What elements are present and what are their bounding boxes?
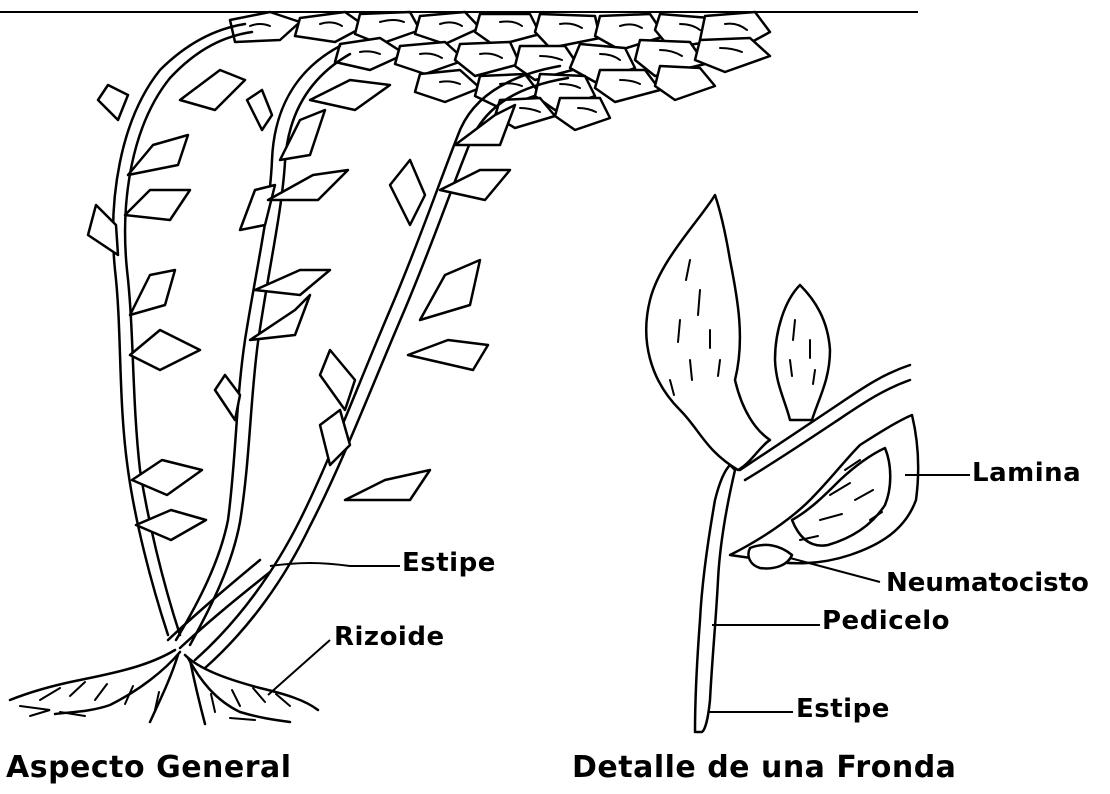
frond-detail-view [646,195,970,732]
frond-stipe [695,465,735,732]
small-blade-top [775,285,830,420]
rizoide-leader [268,640,330,695]
stipe-left [113,24,245,635]
neumatocisto-leader [790,558,880,582]
label-rizoide: Rizoide [334,622,445,652]
label-pedicelo: Pedicelo [822,606,950,636]
label-lamina: Lamina [972,458,1081,488]
caption-aspecto-general: Aspecto General [6,750,292,785]
holdfast-rizoide [10,650,318,724]
caption-detalle-fronda: Detalle de una Fronda [572,750,956,785]
large-blade-top [646,195,770,470]
label-neumatocisto: Neumatocisto [886,568,1089,598]
stipe-right [195,66,560,660]
label-estipe-general: Estipe [402,548,496,578]
blade-leaves-right [320,105,515,500]
blade-leaves-left [88,70,245,540]
label-estipe-detalle: Estipe [796,694,890,724]
